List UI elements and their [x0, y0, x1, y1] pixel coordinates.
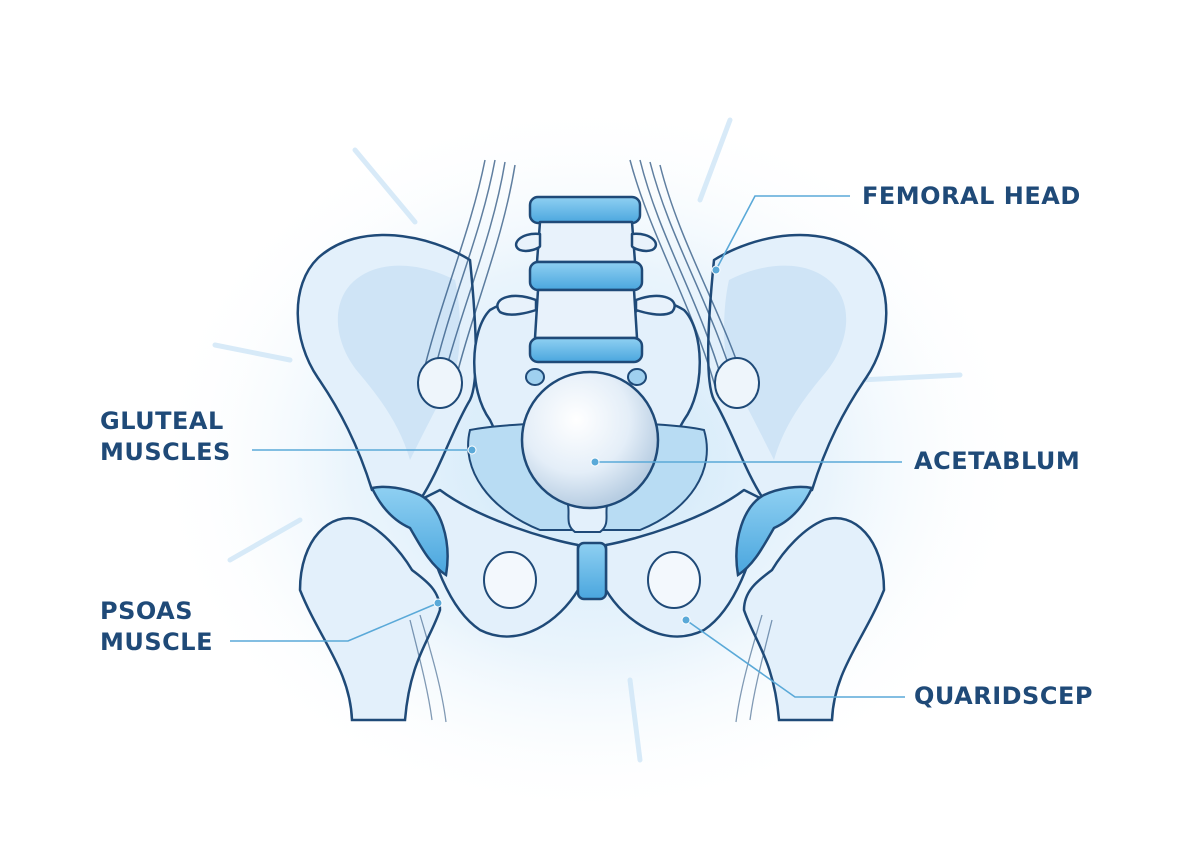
- left-iliac-wing: [296, 233, 478, 502]
- leader-femoral-head: [715, 195, 850, 271]
- label-psoas-line2: MUSCLE: [100, 628, 213, 656]
- leader-dots: [433, 265, 721, 625]
- pubic-symphysis: [576, 541, 608, 601]
- left-obturator-foramen: [483, 551, 537, 609]
- label-femoral-head: FEMORAL HEAD: [862, 181, 1081, 212]
- right-obturator-foramen: [647, 551, 701, 609]
- right-hip-cartilage: [735, 485, 814, 578]
- label-acetablum-text: ACETABLUM: [914, 447, 1081, 475]
- label-acetablum: ACETABLUM: [914, 446, 1080, 477]
- leader-lines: [230, 195, 905, 698]
- label-quaridscep-text: QUARIDSCEP: [914, 682, 1093, 710]
- label-quaridscep: QUARIDSCEP: [914, 681, 1093, 712]
- right-sacral-foramen: [627, 368, 647, 386]
- left-tendon-insertion: [417, 357, 463, 409]
- femoral-head-sphere: [520, 370, 660, 510]
- label-gluteal-line1: GLUTEAL: [100, 407, 224, 435]
- lumbar-vertebrae: [496, 195, 676, 364]
- label-gluteal-muscles: GLUTEAL MUSCLES: [100, 406, 231, 468]
- label-psoas-muscle: PSOAS MUSCLE: [100, 596, 213, 658]
- left-femur: [298, 516, 442, 722]
- right-femur: [742, 516, 886, 722]
- label-femoral-head-text: FEMORAL HEAD: [862, 182, 1081, 210]
- light-rays: [212, 117, 963, 763]
- right-iliac-wing: [706, 233, 888, 502]
- left-hip-cartilage: [370, 485, 449, 578]
- leader-quaridscep: [685, 619, 905, 698]
- leader-psoas-muscle: [230, 602, 439, 642]
- coccyx: [566, 504, 609, 533]
- label-gluteal-line2: MUSCLES: [100, 438, 231, 466]
- left-sacral-foramen: [525, 368, 545, 386]
- right-tendon-insertion: [714, 357, 760, 409]
- thigh-muscle-fibers: [409, 614, 773, 723]
- label-psoas-line1: PSOAS: [100, 597, 193, 625]
